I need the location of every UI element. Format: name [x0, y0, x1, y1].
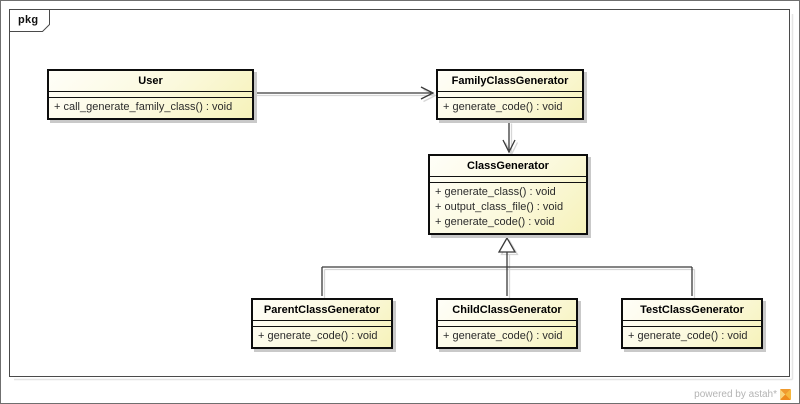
class-method: + output_class_file() : void	[435, 201, 564, 213]
methods-compartment: + generate_code() : void	[623, 327, 761, 347]
class-method: + generate_code() : void	[443, 101, 563, 113]
class-method: + generate_code() : void	[258, 330, 378, 342]
class-name: FamilyClassGenerator	[438, 71, 582, 92]
package-frame	[9, 9, 790, 377]
class-name: ClassGenerator	[430, 156, 586, 177]
methods-compartment: + call_generate_family_class() : void	[49, 98, 252, 118]
methods-compartment: + generate_code() : void	[253, 327, 391, 347]
class-box-childclassgenerator[interactable]: ChildClassGenerator + generate_code() : …	[436, 298, 578, 349]
generalization-to-classgenerator	[321, 236, 693, 296]
methods-compartment: + generate_class() : void + output_class…	[430, 183, 586, 233]
open-arrowhead-icon	[502, 139, 516, 154]
attributes-compartment	[438, 92, 582, 98]
methods-compartment: + generate_code() : void	[438, 98, 582, 118]
attributes-compartment	[438, 321, 576, 327]
class-method: + generate_code() : void	[443, 330, 563, 342]
class-method: + generate_code() : void	[628, 330, 748, 342]
association-familyclassgenerator-to-classgenerator	[502, 121, 516, 154]
class-box-user[interactable]: User + call_generate_family_class() : vo…	[47, 69, 254, 120]
astah-logo-icon	[780, 389, 791, 400]
attributes-compartment	[49, 92, 252, 98]
frame-shadow	[14, 14, 794, 381]
class-method: + generate_code() : void	[435, 216, 555, 228]
class-name: ChildClassGenerator	[438, 300, 576, 321]
class-box-familyclassgenerator[interactable]: FamilyClassGenerator + generate_code() :…	[436, 69, 584, 120]
class-method: + call_generate_family_class() : void	[54, 101, 233, 113]
attributes-compartment	[430, 177, 586, 183]
class-name: User	[49, 71, 252, 92]
class-name: ParentClassGenerator	[253, 300, 391, 321]
class-box-testclassgenerator[interactable]: TestClassGenerator + generate_code() : v…	[621, 298, 763, 349]
class-method: + generate_class() : void	[435, 186, 556, 198]
attributes-compartment	[623, 321, 761, 327]
attributes-compartment	[253, 321, 391, 327]
open-arrowhead-icon	[420, 86, 435, 100]
methods-compartment: + generate_code() : void	[438, 327, 576, 347]
package-frame-label: pkg	[18, 14, 39, 26]
class-box-classgenerator[interactable]: ClassGenerator + generate_class() : void…	[428, 154, 588, 235]
class-box-parentclassgenerator[interactable]: ParentClassGenerator + generate_code() :…	[251, 298, 393, 349]
powered-by-credit: powered by astah*	[694, 389, 791, 400]
association-user-to-familyclassgenerator	[254, 86, 435, 100]
class-name: TestClassGenerator	[623, 300, 761, 321]
credit-text: powered by astah*	[694, 389, 777, 400]
